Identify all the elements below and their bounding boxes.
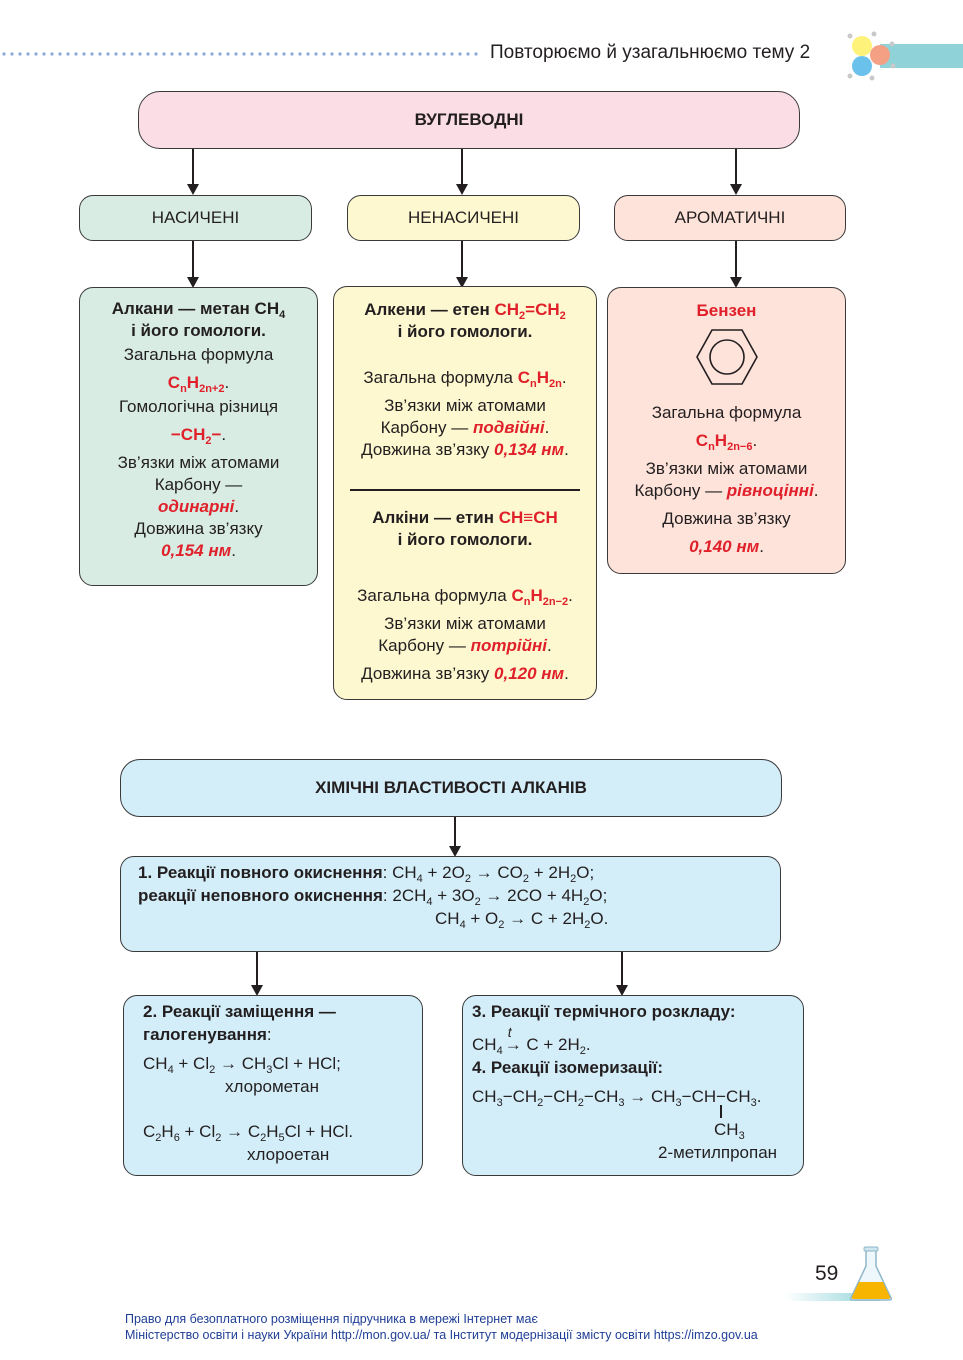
- branch-saturated: НАСИЧЕНІ: [79, 195, 312, 241]
- arrow-substitution: [251, 952, 263, 996]
- alkanes-length-label: Довжина зв’язку: [134, 519, 263, 538]
- alkanes-formula-label: Загальна формула: [123, 345, 274, 364]
- alkynes-bond-b: Карбону — потрійні.: [378, 636, 552, 655]
- alkanes-bond-b: Карбону —: [154, 475, 243, 494]
- header-dots: [0, 52, 482, 56]
- alkanes-formula: CnH2n+2.: [167, 373, 230, 395]
- benzene-length: 0,140 нм.: [689, 537, 764, 556]
- alkynes-bond-a: Зв’язки між атомами: [384, 614, 546, 633]
- substitution-eq1: CH4 + Cl2 → CH3Cl + HCl;: [143, 1054, 341, 1076]
- flask-icon: [850, 1246, 892, 1301]
- alkenes-bond-a: Зв’язки між атомами: [384, 396, 546, 415]
- arrow-saturated-down: [187, 241, 199, 288]
- footer-line-2: Міністерство освіти і науки України http…: [125, 1328, 758, 1342]
- alkenes-formula: Загальна формула CnH2n.: [363, 368, 567, 390]
- alkynes-homologs: і його гомологи.: [397, 530, 533, 549]
- alkynes-title: Алкіни — етин CH≡CH: [372, 508, 558, 527]
- substitution-title: 2. Реакції заміщення —: [143, 1002, 336, 1021]
- oxidation-box: 1. Реакції повного окиснення: CH4 + 2O2 …: [120, 856, 781, 952]
- isomerization-title: 4. Реакції ізомеризації:: [472, 1058, 663, 1077]
- alkenes-bond-b: Карбону — подвійні.: [380, 418, 550, 437]
- arrow-thermal: [616, 952, 628, 996]
- isomerization-branch: CH3: [714, 1120, 745, 1142]
- alkanes-diff-label: Гомологічна різниця: [118, 397, 279, 416]
- alkanes-length: 0,154 нм.: [161, 541, 236, 560]
- footer-line-1: Право для безоплатного розміщення підруч…: [125, 1312, 538, 1326]
- benzene-length-label: Довжина зв’язку: [662, 509, 791, 528]
- divider: [350, 489, 580, 491]
- benzene-title: Бензен: [696, 301, 757, 320]
- benzene-formula: CnH2n−6.: [695, 431, 758, 453]
- arrow-root-saturated: [187, 149, 199, 195]
- substitution-subtitle: галогенування:: [143, 1025, 272, 1044]
- arrow-unsaturated-down: [456, 241, 468, 288]
- arrow-aromatic-down: [730, 241, 742, 288]
- arrow-root-unsaturated: [456, 149, 468, 195]
- benzene-box: Бензен Загальна формула CnH2n−6. Зв’язки…: [607, 287, 846, 574]
- thermal-title: 3. Реакції термічного розкладу:: [472, 1002, 736, 1021]
- alkanes-box: Алкани — метан CH4 і його гомологи. Зага…: [79, 287, 318, 586]
- benzene-bond-b: Карбону — рівноцінні.: [634, 481, 819, 500]
- isomerization-eq: CH3−CH2−CH2−CH3 → CH3−CH−CH3.: [472, 1087, 762, 1109]
- page-number: 59: [815, 1262, 839, 1285]
- arrow-properties-down: [449, 817, 461, 857]
- temperature-label: t: [507, 1024, 512, 1040]
- page-number-bar: [785, 1293, 880, 1301]
- oxidation-partial: реакції неповного окиснення: 2CH4 + 3O2 …: [138, 886, 608, 908]
- alkanes-title: Алкани — метан CH4: [111, 299, 286, 321]
- alkenes-homologs: і його гомологи.: [397, 322, 533, 341]
- molecule-icon: [847, 31, 896, 81]
- alkynes-length: Довжина зв’язку 0,120 нм.: [361, 664, 569, 683]
- alkenes-length: Довжина зв’язку 0,134 нм.: [361, 440, 569, 459]
- root-box: ВУГЛЕВОДНІ: [138, 91, 800, 149]
- root-label: ВУГЛЕВОДНІ: [414, 110, 524, 129]
- properties-title: ХІМІЧНІ ВЛАСТИВОСТІ АЛКАНІВ: [315, 778, 587, 797]
- isomerization-name: 2-метилпропан: [658, 1143, 778, 1162]
- alkanes-bond-type: одинарні.: [157, 497, 240, 516]
- arrow-root-aromatic: [730, 149, 742, 195]
- benzene-ring-icon: [695, 329, 758, 385]
- alkanes-bond-a: Зв’язки між атомами: [117, 453, 280, 472]
- branch-bond: [720, 1105, 722, 1118]
- unsaturated-box: Алкени — етен CH2=CH2 і його гомологи. З…: [333, 286, 597, 700]
- branch-aromatic: АРОМАТИЧНІ: [614, 195, 846, 241]
- properties-title-box: ХІМІЧНІ ВЛАСТИВОСТІ АЛКАНІВ: [120, 759, 782, 817]
- alkanes-diff: −CH2−.: [170, 425, 227, 447]
- substitution-name1: хлорометан: [225, 1077, 319, 1096]
- benzene-bond-a: Зв’язки між атомами: [645, 459, 808, 478]
- alkanes-homologs: і його гомологи.: [131, 321, 266, 340]
- substitution-box: 2. Реакції заміщення — галогенування: CH…: [123, 995, 423, 1176]
- benzene-formula-label: Загальна формула: [651, 403, 802, 422]
- branch-unsaturated: НЕНАСИЧЕНІ: [347, 195, 580, 241]
- header-title: Повторюємо й узагальнюємо тему 2: [490, 42, 811, 63]
- oxidation-partial-2: CH4 + O2 → C + 2H2O.: [435, 909, 609, 931]
- substitution-eq2: C2H6 + Cl2 → C2H5Cl + HCl.: [143, 1122, 354, 1144]
- alkenes-title: Алкени — етен CH2=CH2: [364, 300, 566, 322]
- substitution-name2: хлороетан: [247, 1145, 330, 1164]
- alkynes-formula: Загальна формула CnH2n−2.: [357, 586, 573, 608]
- oxidation-full: 1. Реакції повного окиснення: CH4 + 2O2 …: [138, 863, 595, 885]
